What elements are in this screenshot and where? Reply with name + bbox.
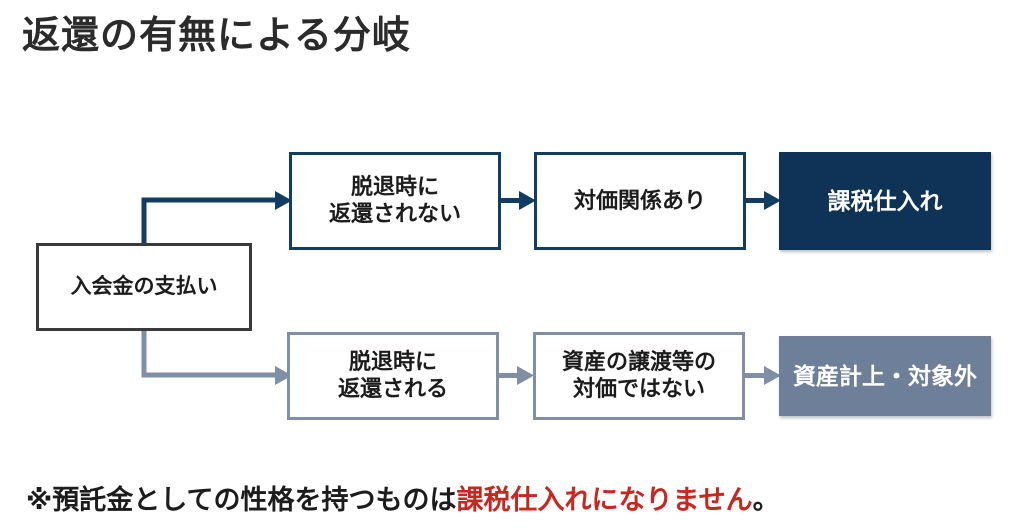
footnote-highlight: 課税仕入れになりません	[456, 485, 753, 515]
node-start-payment[interactable]: 入会金の支払い	[36, 243, 252, 331]
footnote: ※預託金としての性格を持つものは課税仕入れになりません。	[26, 478, 780, 517]
node-upper-condition-not-returned[interactable]: 脱退時に 返還されない	[289, 152, 501, 250]
page-title: 返還の有無による分岐	[22, 15, 411, 57]
node-upper-result-taxable-purchase[interactable]: 課税仕入れ	[779, 152, 991, 250]
node-upper-reason-consideration[interactable]: 対価関係あり	[534, 152, 746, 250]
node-lower-result-asset-out-of-scope[interactable]: 資産計上・対象外	[779, 336, 991, 416]
node-lower-reason-not-consideration[interactable]: 資産の譲渡等の 対価ではない	[533, 332, 745, 420]
footnote-suffix: 。	[752, 485, 780, 515]
footnote-prefix: ※預託金としての性格を持つものは	[26, 485, 457, 515]
node-lower-condition-returned[interactable]: 脱退時に 返還される	[287, 332, 499, 420]
